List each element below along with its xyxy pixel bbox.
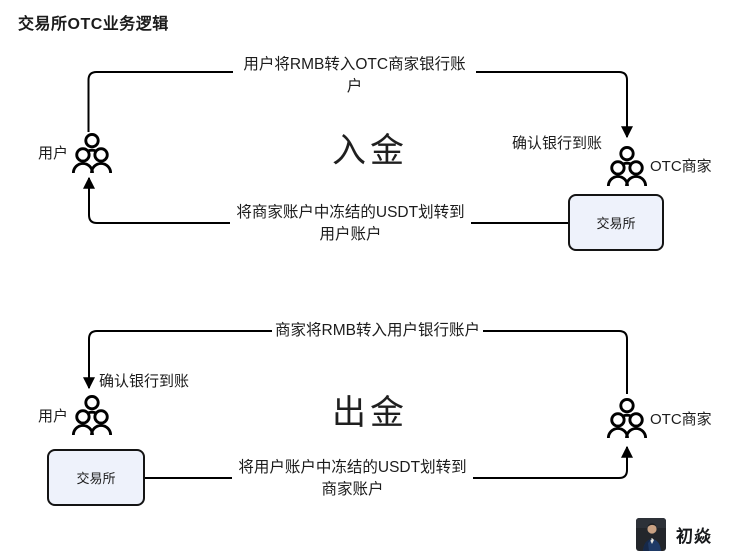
author-name: 初焱 — [676, 527, 712, 546]
withdraw-top-arrow-label: 商家将RMB转入用户银行账户 — [272, 320, 483, 342]
people-group-icon — [606, 145, 648, 188]
withdraw-confirm-label: 确认银行到账 — [99, 371, 190, 392]
deposit-exchange-to-user-arrow — [83, 176, 568, 224]
deposit-exchange-label: 交易所 — [596, 216, 636, 231]
deposit-merchant-label: OTC商家 — [650, 156, 712, 177]
page-title: 交易所OTC业务逻辑 — [18, 16, 169, 33]
people-group-icon — [71, 394, 113, 437]
deposit-user-label: 用户 — [38, 143, 69, 164]
withdraw-merchant-label: OTC商家 — [650, 409, 712, 430]
deposit-section-title: 入金 — [332, 132, 408, 170]
withdraw-exchange-box: 交易所 — [47, 449, 145, 506]
withdraw-section-title: 出金 — [332, 394, 408, 432]
author-avatar-icon — [636, 518, 666, 551]
deposit-bottom-arrow-label: 将商家账户中冻结的USDT划转到用户账户 — [230, 202, 471, 246]
withdraw-bottom-arrow-label: 将用户账户中冻结的USDT划转到商家账户 — [232, 457, 473, 501]
withdraw-exchange-label: 交易所 — [76, 471, 116, 486]
people-group-icon — [606, 397, 648, 440]
deposit-exchange-box: 交易所 — [568, 194, 664, 251]
author-watermark: 初焱 — [636, 518, 712, 551]
withdraw-exchange-to-merchant-arrow — [145, 445, 633, 479]
people-group-icon — [71, 132, 113, 175]
deposit-confirm-label: 确认银行到账 — [512, 133, 603, 154]
deposit-top-arrow-label: 用户将RMB转入OTC商家银行账户 — [233, 54, 476, 98]
withdraw-user-label: 用户 — [38, 406, 69, 427]
